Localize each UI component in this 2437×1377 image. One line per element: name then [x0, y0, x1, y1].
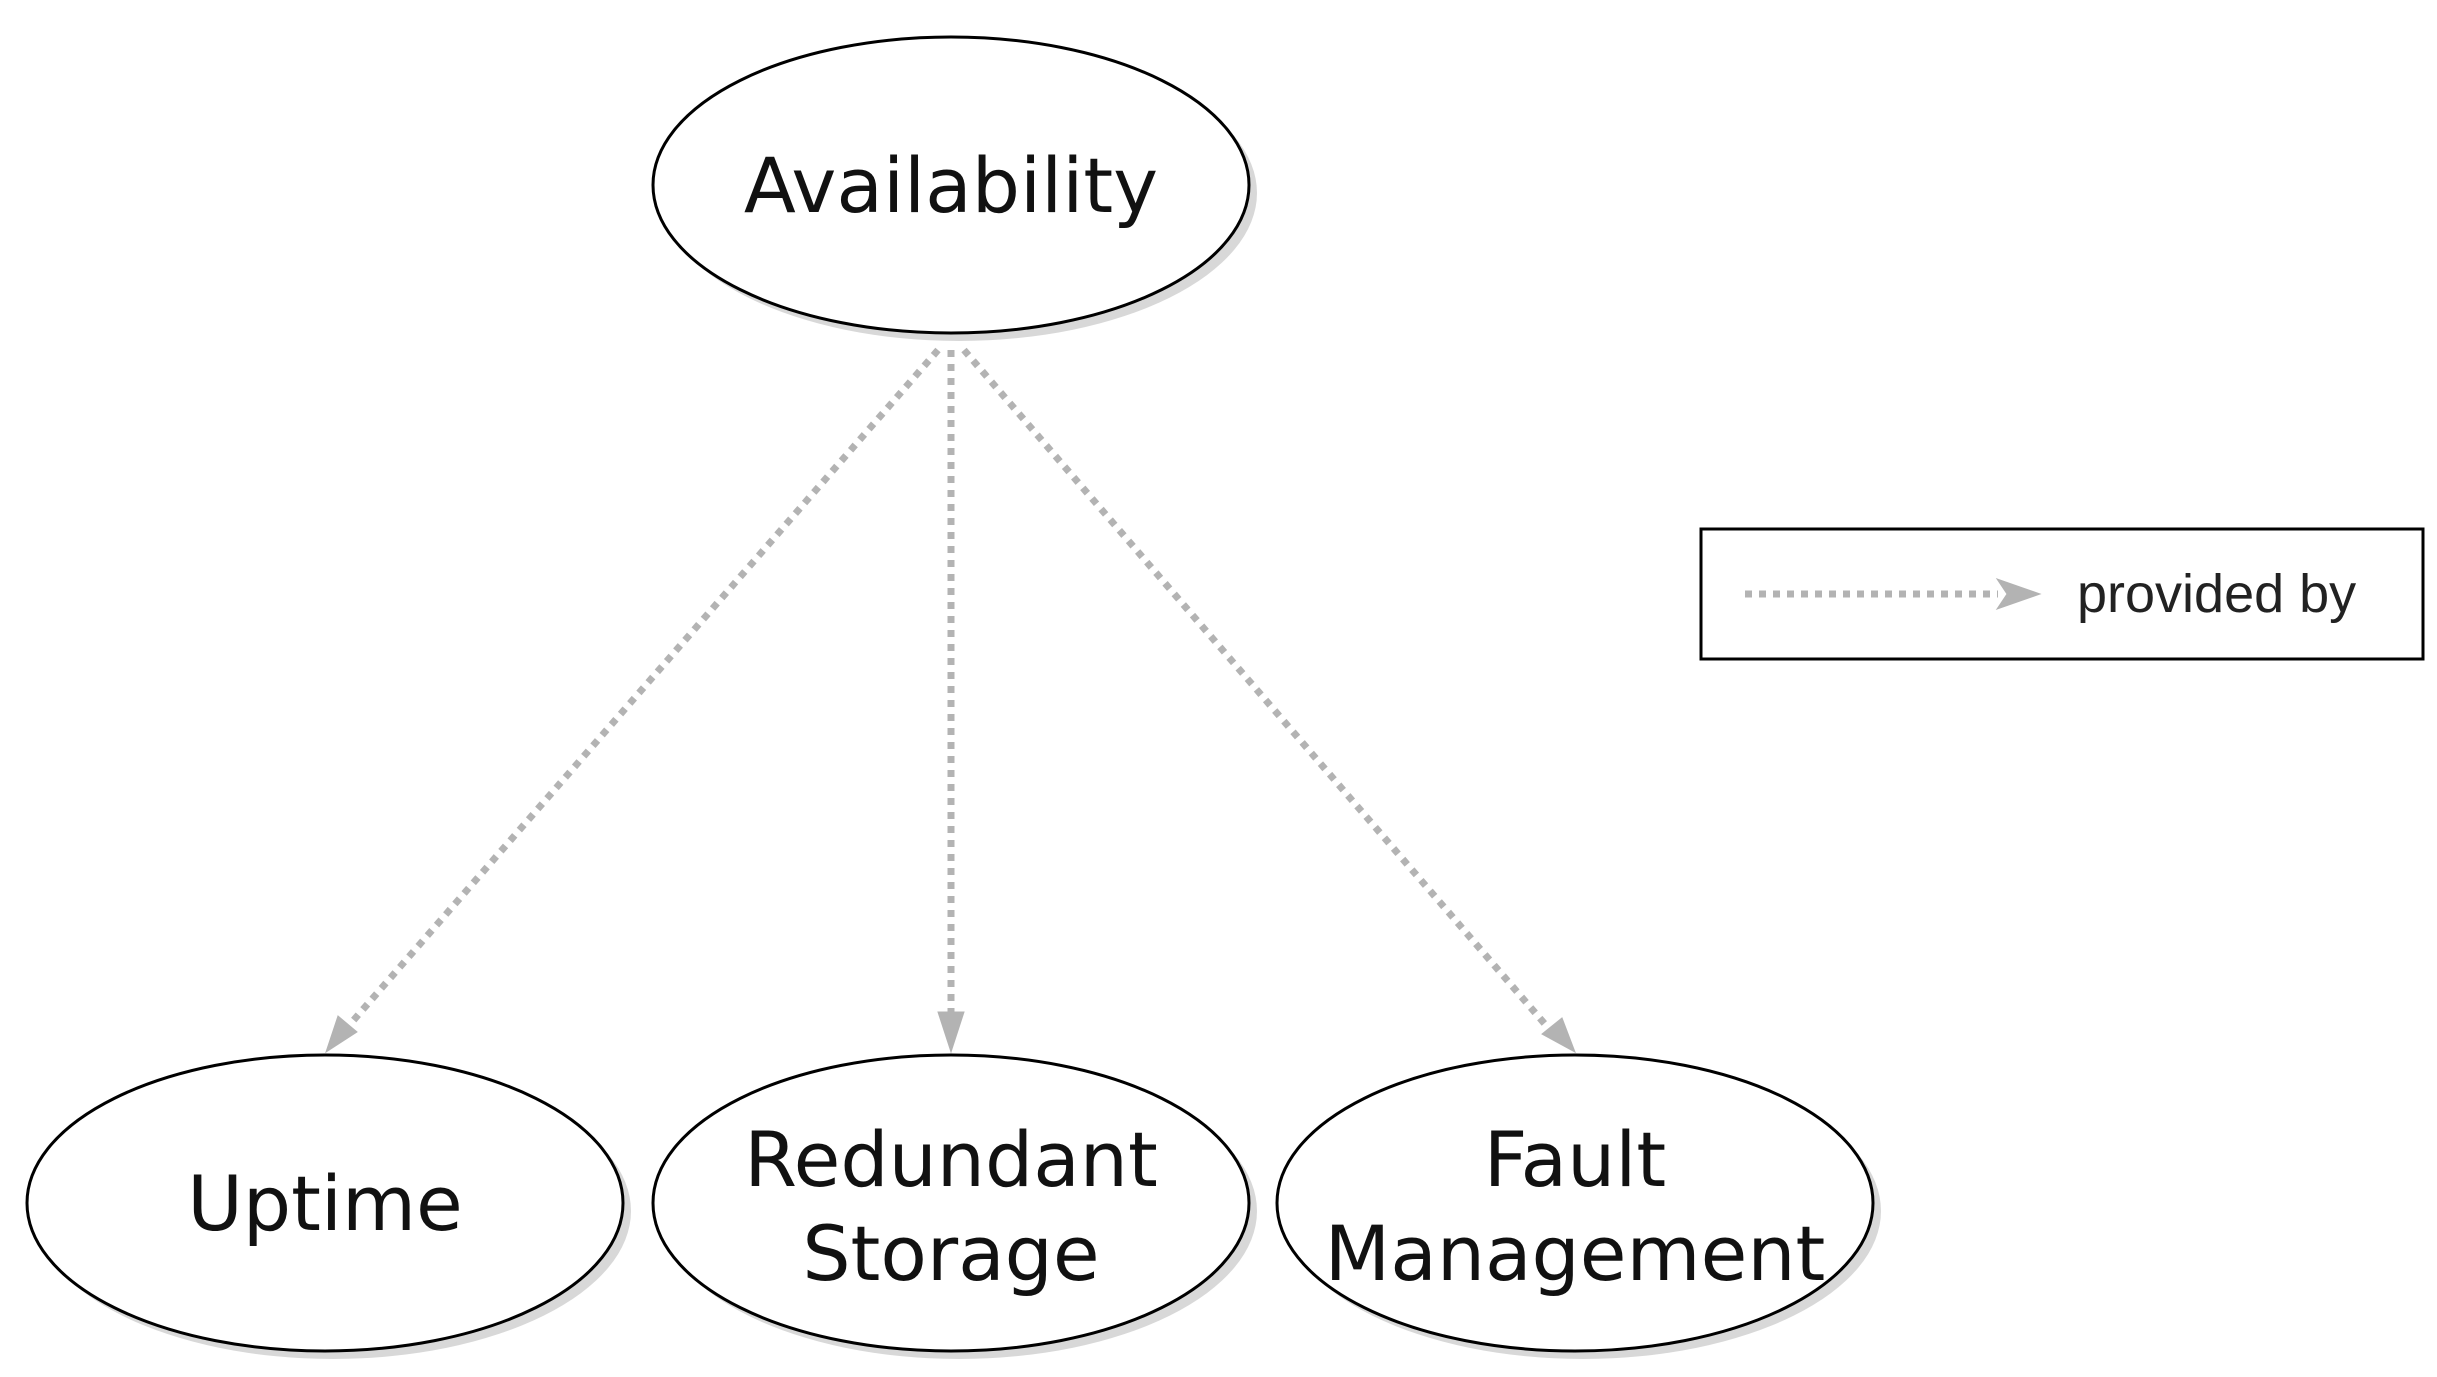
edges — [325, 347, 1576, 1054]
node-fault-management-ellipse — [1275, 1053, 1875, 1353]
node-availability-ellipse — [651, 35, 1251, 335]
legend-arrow — [1745, 578, 2042, 610]
edge-availability-to-fault-management — [961, 347, 1576, 1054]
node-uptime-label: Uptime — [187, 1159, 463, 1248]
legend-box — [1699, 527, 2425, 661]
legend: provided by — [1699, 527, 2425, 661]
svg-text:Uptime: Uptime — [187, 1159, 463, 1248]
svg-text:Storage: Storage — [802, 1209, 1099, 1298]
svg-text:provided by: provided by — [2077, 564, 2356, 624]
node-redundant-storage-label-line1: Redundant — [744, 1115, 1158, 1204]
node-fault-management-label-line1: Fault — [1484, 1115, 1666, 1204]
node-redundant-storage-label-line2: Storage — [802, 1209, 1099, 1298]
node-redundant-storage: Redundant Storage — [651, 1053, 1257, 1359]
legend-label: provided by — [2077, 564, 2356, 624]
svg-text:Redundant: Redundant — [744, 1115, 1158, 1204]
svg-text:Management: Management — [1325, 1209, 1826, 1298]
node-availability: Availability — [651, 35, 1257, 341]
node-uptime-ellipse — [25, 1053, 625, 1353]
edge-availability-to-redundant-storage — [937, 350, 965, 1054]
edge-availability-to-uptime — [325, 347, 941, 1054]
node-redundant-storage-ellipse — [651, 1053, 1251, 1353]
node-fault-management-label-line2: Management — [1325, 1209, 1826, 1298]
svg-text:Fault: Fault — [1484, 1115, 1666, 1204]
node-fault-management: Fault Management — [1275, 1053, 1881, 1359]
svg-text:Availability: Availability — [744, 141, 1158, 230]
node-availability-label: Availability — [744, 141, 1158, 230]
node-uptime: Uptime — [25, 1053, 631, 1359]
